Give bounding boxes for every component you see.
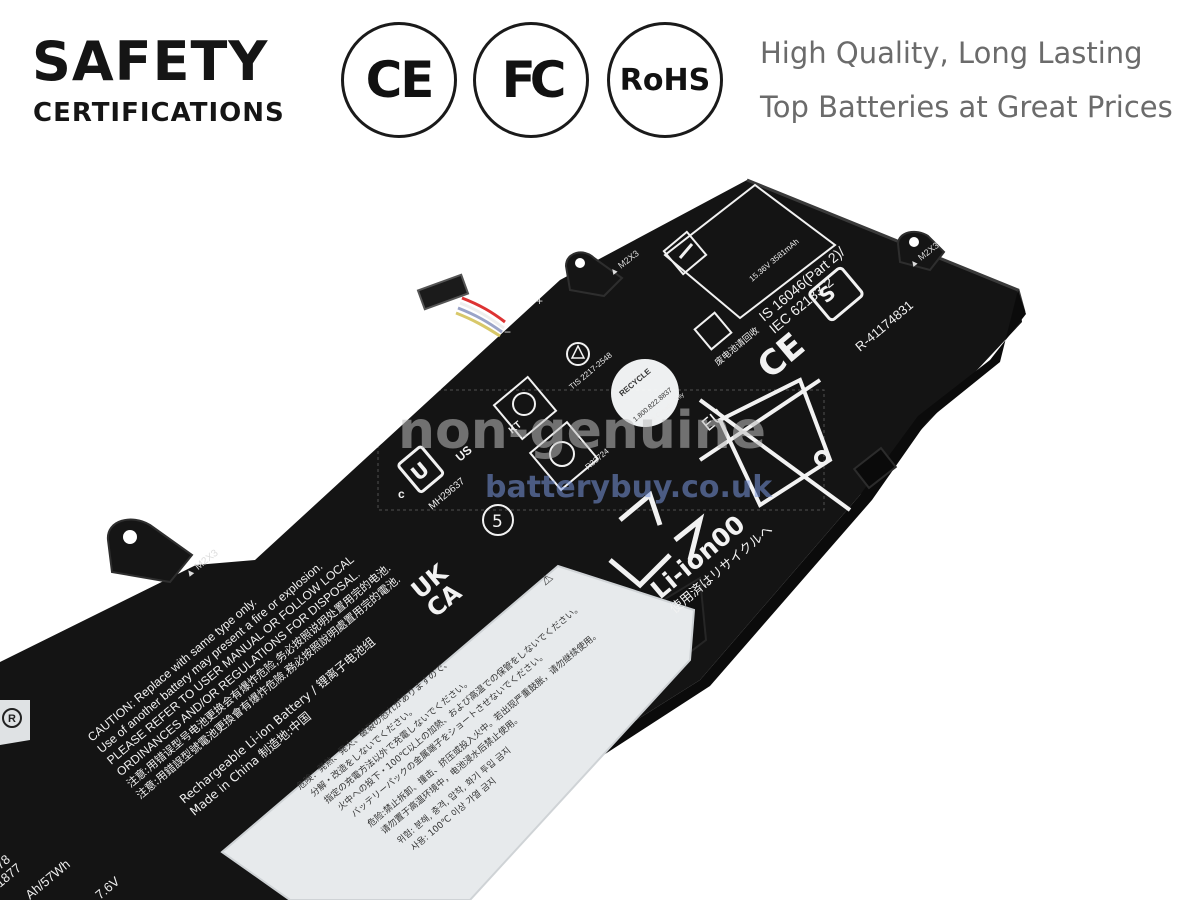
crossed-bin-icon — [698, 377, 852, 512]
watermark: non-genuine batterybuy.co.uk — [377, 389, 825, 511]
period-of-use-icon: 5 — [482, 504, 514, 536]
watermark-line-2: batterybuy.co.uk — [485, 470, 773, 505]
bis-mark-icon: S — [808, 266, 864, 322]
recycle-arrows-icon — [608, 490, 705, 589]
warning-label: ⚠ 危険：発熱、発火、破裂の恐れがありますので、 分解・改造をしないでください。… — [220, 564, 696, 900]
safety-title: SAFETY — [32, 30, 269, 93]
svg-text:+: + — [536, 294, 543, 308]
svg-text:−: − — [504, 325, 511, 339]
ce-mark-label: CE — [365, 51, 435, 109]
ul-c-label: c — [398, 487, 405, 501]
tagline-prices: Top Batteries at Great Prices — [760, 90, 1173, 124]
r-badge-label: R — [8, 713, 16, 725]
fcc-mark-icon: FC — [473, 22, 589, 138]
side-clip — [852, 446, 898, 490]
battery-connector: + − — [416, 273, 543, 339]
rohs-mark-label: RoHS — [619, 62, 711, 98]
kt-mark-icon: KT — [492, 375, 558, 441]
kc-mark-icon — [662, 230, 708, 276]
certifications-subtitle: CERTIFICATIONS — [33, 98, 285, 128]
tagline-quality: High Quality, Long Lasting — [760, 36, 1143, 70]
fcc-mark-label: FC — [501, 51, 567, 109]
period-number: 5 — [492, 512, 503, 532]
rohs-mark-icon: RoHS — [607, 22, 723, 138]
header-banner: SAFETY CERTIFICATIONS CE FC RoHS High Qu… — [0, 0, 1200, 170]
r-badge: R — [0, 700, 30, 745]
ce-mark-icon: CE — [341, 22, 457, 138]
mount-tab-right: ▲ M2X3 — [896, 230, 946, 272]
watermark-line-1: non-genuine — [398, 401, 766, 461]
recycle-seal-icon: RECYCLE 1.800.822.8837 US & Canada Only — [611, 359, 686, 429]
